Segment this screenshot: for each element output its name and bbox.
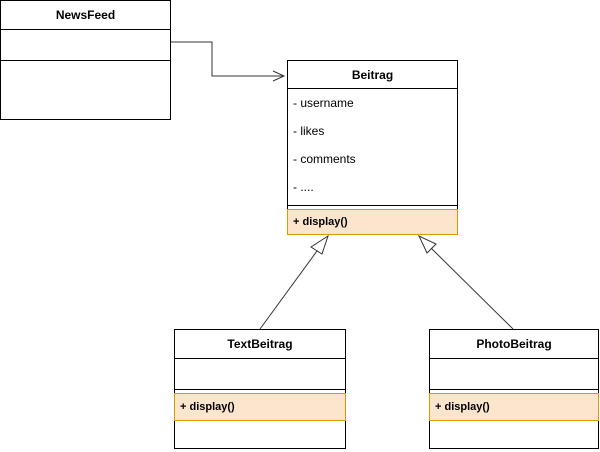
generalization-arrowhead-text (310, 234, 329, 255)
association-newsfeed-beitrag (171, 41, 283, 77)
association-arrowhead (272, 70, 286, 82)
class-photobeitrag-attributes (430, 359, 598, 390)
class-newsfeed-attributes (1, 30, 170, 61)
generalization-photobeitrag-beitrag (430, 247, 514, 330)
class-newsfeed-name: NewsFeed (1, 1, 170, 30)
generalization-arrowhead-photo (417, 234, 437, 254)
attribute-comments: - comments (293, 152, 356, 166)
method-display: + display() (287, 209, 458, 235)
class-textbeitrag-attributes (175, 359, 345, 390)
class-beitrag-name: Beitrag (288, 61, 457, 89)
class-photobeitrag-name: PhotoBeitrag (430, 330, 598, 359)
attribute-ellipsis: - .... (293, 180, 314, 194)
method-display: + display() (174, 393, 346, 421)
generalization-textbeitrag-beitrag (259, 250, 318, 330)
attribute-likes: - likes (293, 124, 325, 138)
class-textbeitrag[interactable]: TextBeitrag + display() (174, 329, 346, 449)
class-newsfeed-methods (1, 61, 170, 119)
class-textbeitrag-name: TextBeitrag (175, 330, 345, 359)
class-photobeitrag[interactable]: PhotoBeitrag + display() (429, 329, 599, 449)
method-display: + display() (429, 393, 599, 421)
class-newsfeed[interactable]: NewsFeed (0, 0, 171, 120)
class-beitrag-attributes: - username - likes - comments - .... (288, 89, 457, 206)
class-beitrag[interactable]: Beitrag - username - likes - comments - … (287, 60, 458, 235)
attribute-username: - username (293, 96, 354, 110)
